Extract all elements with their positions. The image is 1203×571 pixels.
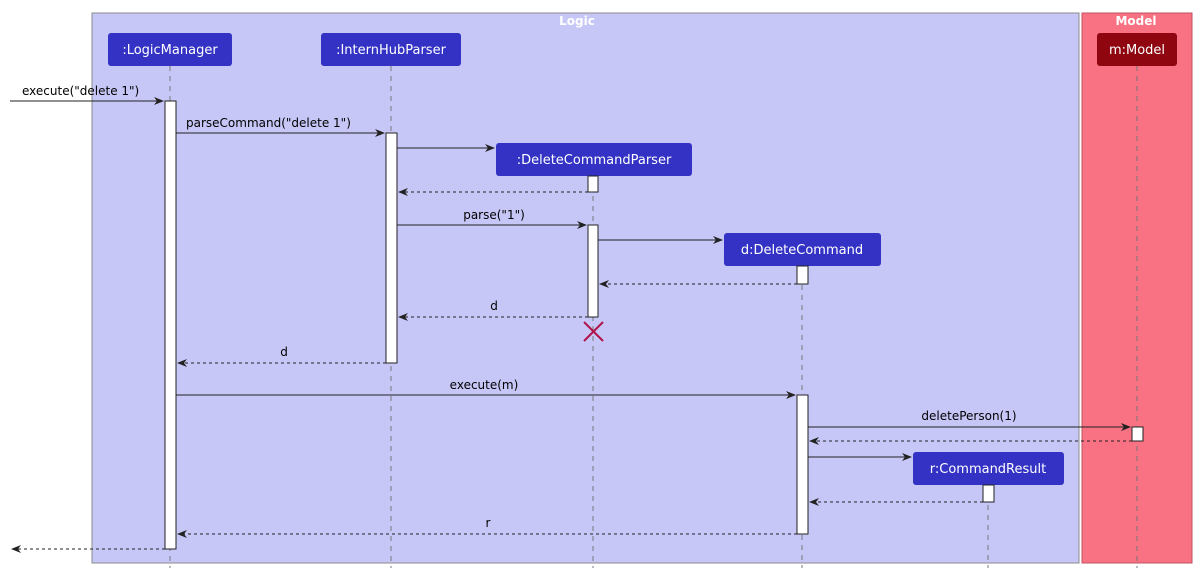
message-execute-m-label: execute(m) [450, 378, 519, 392]
participant-command-result-box [913, 452, 1064, 485]
participant-delete-parser-label: :DeleteCommandParser [517, 153, 672, 168]
participant-logic-manager-box [108, 33, 232, 66]
message-delete-person-label: deletePerson(1) [921, 409, 1016, 423]
participant-logic-manager-label: :LogicManager [122, 43, 218, 58]
participant-parser-label: :InternHubParser [336, 43, 447, 58]
logic-group-title: Logic [559, 14, 595, 28]
return-d-to-parser-label: d [490, 299, 498, 313]
activation-delete-command-execute [796, 394, 809, 535]
message-parse-label: parse("1") [463, 208, 525, 222]
participant-command-result-label: r:CommandResult [930, 462, 1046, 477]
destroy-marker [583, 321, 604, 342]
activation-model [1131, 426, 1144, 442]
activation-delete-parser-init [587, 175, 599, 193]
message-parse-command-label: parseCommand("delete 1") [186, 116, 351, 130]
return-r-label: r [486, 516, 491, 530]
participant-model-label: m:Model [1109, 43, 1165, 58]
participant-delete-parser-box [496, 143, 692, 176]
activation-logic-manager [164, 100, 177, 550]
activation-command-result [982, 484, 995, 503]
participant-delete-command-box [724, 233, 881, 266]
activation-parser [385, 132, 398, 364]
activation-delete-parser-parse [587, 224, 599, 318]
model-group-title: Model [1115, 14, 1156, 28]
participant-delete-command-label: d:DeleteCommand [741, 243, 863, 258]
participant-model-box [1097, 33, 1177, 66]
message-execute-delete-label: execute("delete 1") [22, 84, 139, 98]
participant-parser-box [321, 33, 461, 66]
activation-delete-command-init [796, 265, 809, 285]
return-d-to-manager-label: d [280, 345, 288, 359]
